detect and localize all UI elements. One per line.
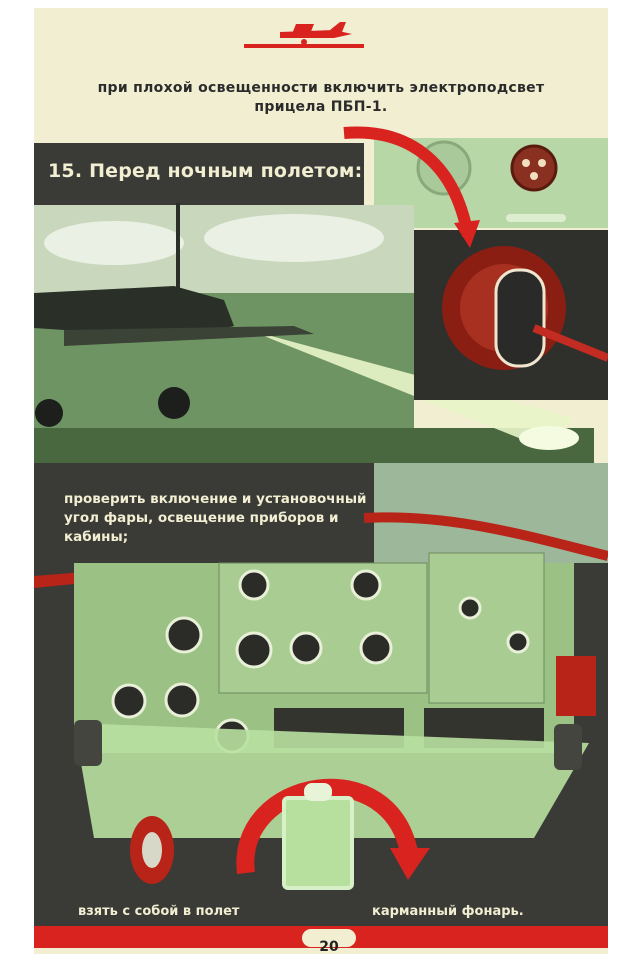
headlight-beam: [249, 330, 574, 448]
plane-logo-icon: [244, 22, 364, 48]
bottom-caption-left: взять с собой в полет: [78, 904, 240, 919]
mid-caption: проверить включение и установочный угол …: [64, 491, 367, 545]
flashlight-icon: [282, 796, 354, 890]
poster-page: при плохой освещенности включить электро…: [34, 8, 608, 955]
page-number: 20: [319, 939, 339, 955]
switch-icon: [510, 144, 558, 192]
red-arrow-top: [343, 126, 474, 238]
aircraft-icon: [34, 203, 314, 427]
instruction-title: 15. Перед ночным полетом:: [48, 160, 363, 182]
top-caption-line1: при плохой освещенности включить электро…: [97, 80, 545, 96]
title-band: [34, 143, 364, 205]
bottom-caption-right: карманный фонарь.: [372, 904, 524, 919]
top-caption: при плохой освещенности включить электро…: [34, 80, 608, 115]
top-caption-line2: прицела ПБП-1.: [254, 99, 388, 115]
illustration: [34, 22, 608, 948]
